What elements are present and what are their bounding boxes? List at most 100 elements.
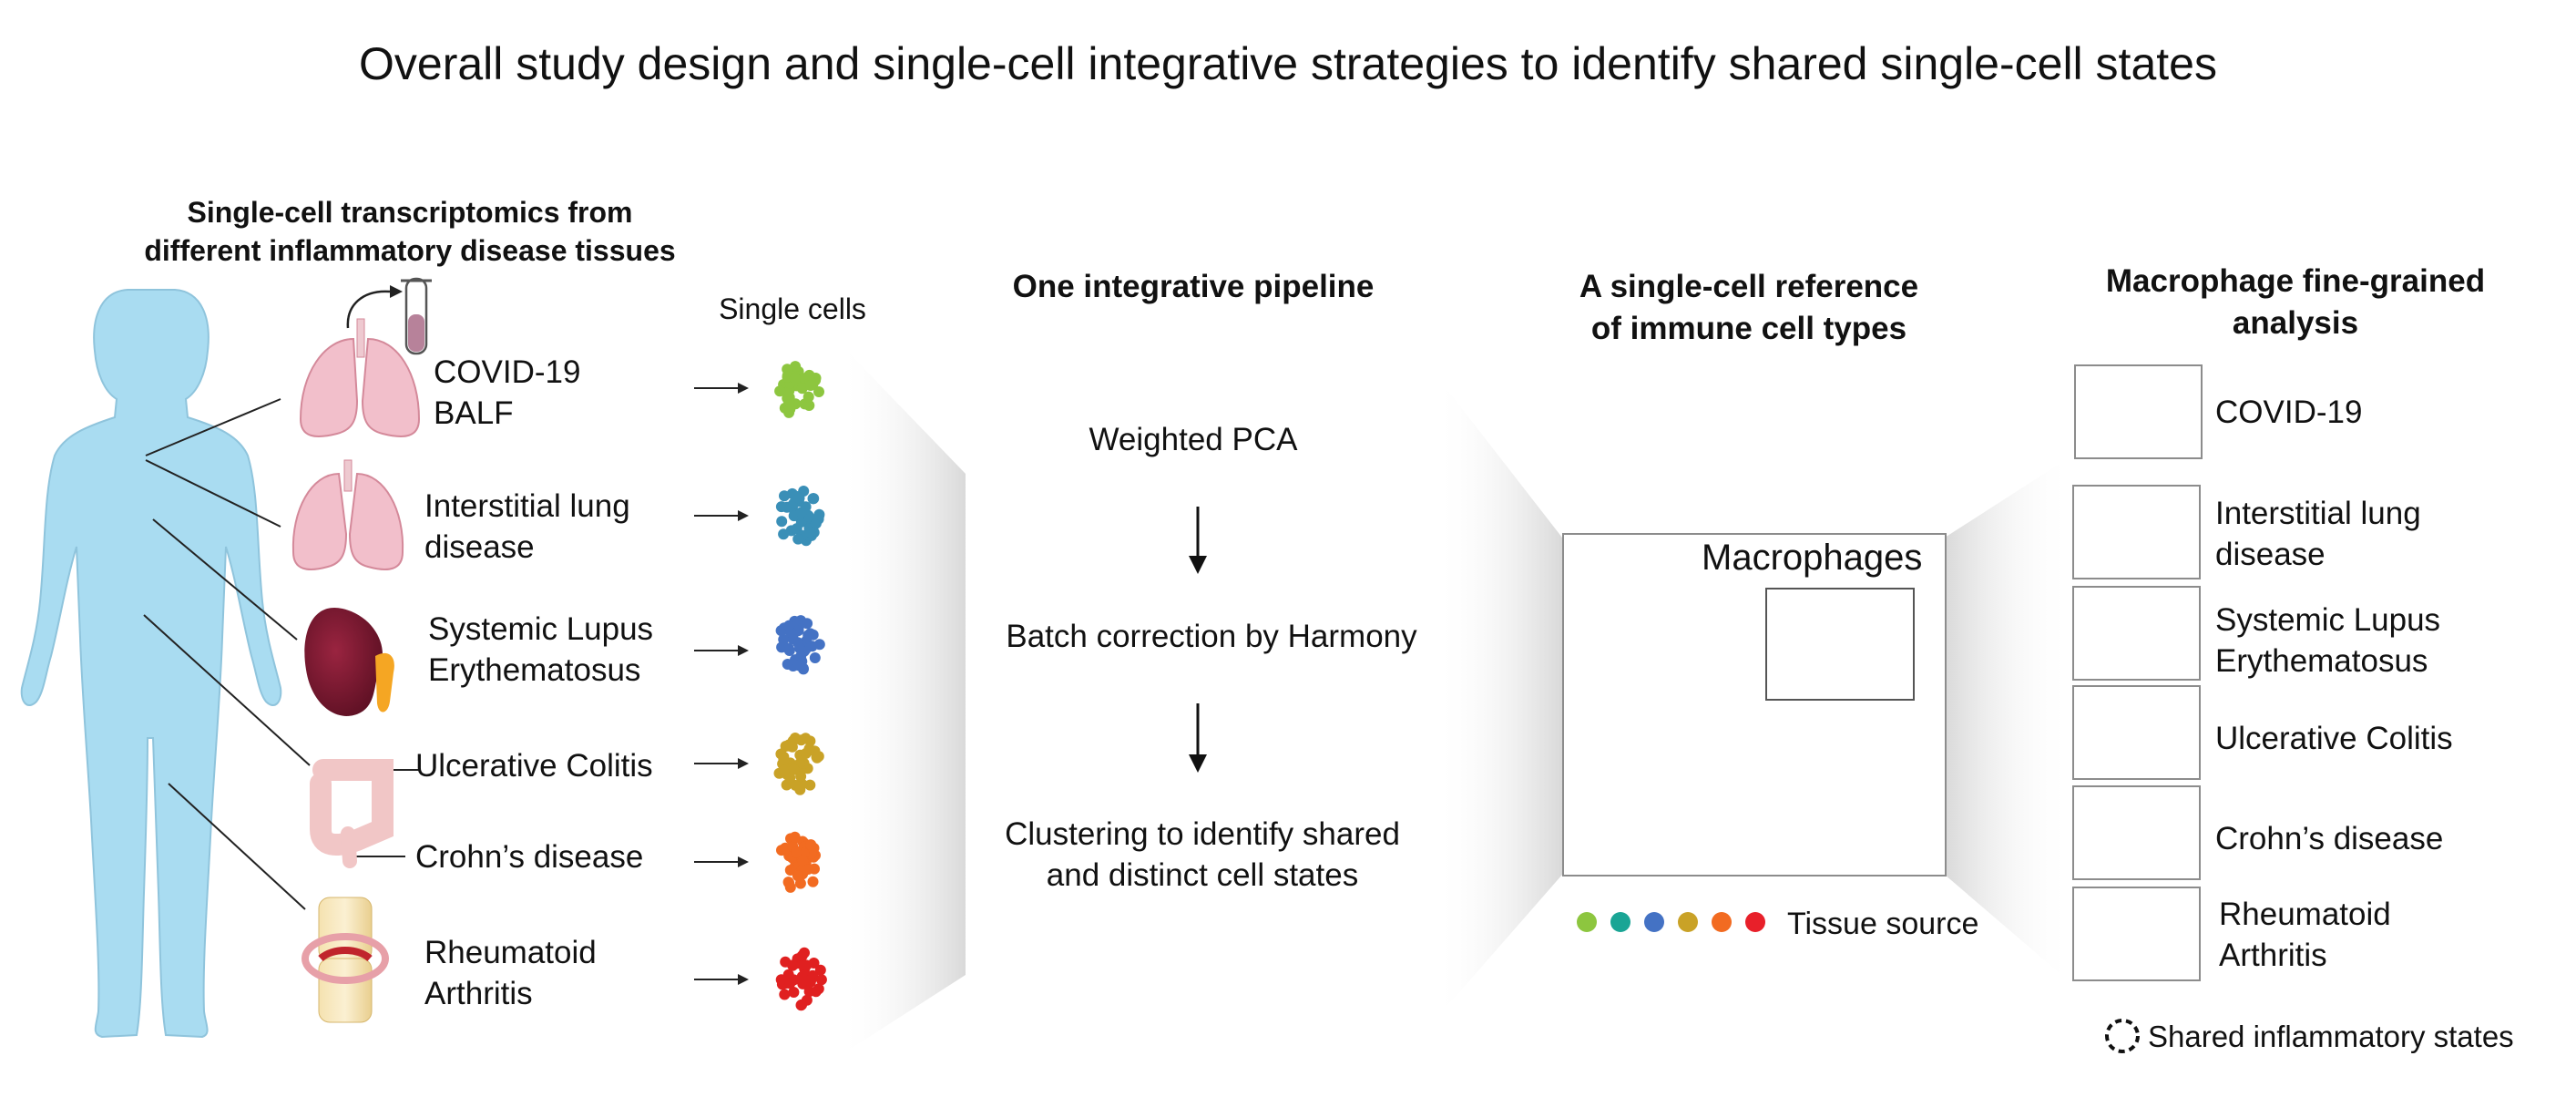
single-cell-dot (795, 651, 807, 662)
mac-label-ra-line2: Arthritis (2219, 938, 2327, 973)
single-cell-dot (813, 386, 824, 397)
tissue-source-legend-dot (1610, 912, 1630, 932)
single-cell-dot (775, 625, 787, 637)
funnel-left (838, 342, 966, 1057)
single-cell-dot (786, 741, 798, 753)
tissue-label-uc: Ulcerative Colitis (415, 748, 653, 784)
single-cells-label: Single cells (719, 292, 866, 325)
single-cell-dot (789, 373, 801, 384)
macrophage-header-line2: analysis (2232, 305, 2359, 341)
single-cell-dot (802, 864, 813, 876)
single-cell-dot (776, 516, 788, 528)
reference-header-line1: A single-cell reference (1579, 269, 1919, 304)
funnel-middle (1435, 374, 1562, 1020)
single-cell-dot (792, 660, 804, 672)
single-cell-dot (804, 779, 816, 791)
single-cell-dot (787, 959, 799, 971)
mac-row-box-ild (2072, 485, 2201, 579)
funnel-right (1945, 456, 2072, 984)
single-cell-dot (803, 369, 815, 381)
single-cell-dot (782, 364, 793, 375)
single-cell-dot (802, 391, 814, 403)
tissue-source-legend-dot (1577, 912, 1597, 932)
kidney-icon (304, 607, 394, 716)
single-cell-dot (791, 846, 802, 858)
single-cell-dot (815, 974, 827, 986)
single-cell-dot (814, 964, 826, 976)
single-cell-dot (805, 847, 817, 859)
single-cell-dot (796, 970, 808, 982)
shared-states-legend-label: Shared inflammatory states (2148, 1020, 2514, 1053)
mac-row-box-ra (2072, 887, 2201, 981)
panel-left-header-line2: different inflammatory disease tissues (144, 234, 676, 267)
tissue-source-legend-dot (1712, 912, 1732, 932)
tissue-source-legend-label: Tissue source (1787, 907, 1979, 941)
figure-title: Overall study design and single-cell int… (359, 38, 2217, 89)
single-cell-dot (805, 839, 817, 851)
mac-row-box-uc (2072, 685, 2201, 780)
macrophage-header-line1: Macrophage fine-grained (2105, 263, 2486, 299)
single-cell-dot (813, 983, 824, 995)
single-cell-dot (806, 641, 818, 652)
lungs-icon-1 (299, 318, 421, 437)
single-cell-dot (792, 870, 803, 882)
single-cell-dot (783, 877, 795, 889)
single-cell-dot (788, 987, 800, 998)
colon-icon (310, 759, 394, 868)
mac-label-sle-line2: Erythematosus (2215, 643, 2428, 679)
single-cell-dot (805, 380, 816, 391)
pipeline-step-weighted-pca: Weighted PCA (1089, 422, 1298, 457)
single-cell-dot (809, 652, 821, 663)
tissue-source-legend-dot (1745, 912, 1765, 932)
single-cell-dot (796, 950, 808, 961)
mac-row-box-sle (2072, 586, 2201, 681)
macrophages-label: Macrophages (1702, 538, 1923, 578)
single-cell-dot (792, 533, 804, 545)
single-cell-dot (794, 642, 805, 654)
single-cell-dot (783, 620, 795, 631)
single-cell-dot (796, 383, 808, 395)
mac-label-ra-line1: Rheumatoid (2219, 897, 2391, 932)
single-cell-dot (804, 976, 816, 988)
single-cell-dot (795, 771, 807, 783)
tissue-label-sle-line1: Systemic Lupus (428, 611, 654, 647)
tissue-label-ra-line2: Arthritis (424, 976, 533, 1011)
macrophage-inset-box (1765, 588, 1915, 701)
lungs-icon-2 (291, 459, 404, 570)
pipeline-header: One integrative pipeline (1012, 269, 1375, 304)
tissue-source-legend-dot (1678, 912, 1698, 932)
tissue-label-ild-line1: Interstitial lung (424, 488, 630, 524)
pipeline-step-harmony: Batch correction by Harmony (1006, 619, 1417, 654)
single-cell-dot (778, 528, 790, 540)
human-body (20, 289, 282, 1039)
tissue-label-covid-line1: COVID-19 (434, 354, 581, 390)
single-cell-dot (810, 518, 822, 529)
single-cell-dot (813, 508, 825, 520)
single-cell-dot (797, 856, 809, 866)
single-cell-dot (795, 1000, 807, 1011)
reference-header-line2: of immune cell types (1590, 311, 1907, 346)
single-cell-dot (778, 764, 790, 776)
tissue-label-ild-line2: disease (424, 529, 535, 565)
single-cell-dot (804, 527, 816, 538)
single-cell-dot (775, 974, 787, 986)
pipeline-step-clustering-line1: Clustering to identify shared (1005, 816, 1400, 852)
single-cell-dot (800, 747, 812, 759)
single-cell-dot (793, 492, 805, 504)
single-cell-dot (779, 989, 791, 1000)
single-cell-dot (807, 629, 819, 641)
tissue-label-ra-line1: Rheumatoid (424, 935, 597, 970)
single-cell-dot (778, 754, 790, 765)
mac-label-ild-line2: disease (2215, 537, 2326, 572)
single-cell-dot (808, 958, 820, 969)
tissue-label-sle-line2: Erythematosus (428, 652, 641, 688)
mac-label-covid: COVID-19 (2215, 395, 2363, 430)
single-cell-dot (784, 404, 796, 415)
pipeline-step-clustering-line2: and distinct cell states (1046, 857, 1359, 893)
tissue-source-legend-dot (1644, 912, 1664, 932)
reference-umap-panel (1562, 533, 1947, 877)
single-cell-dot (774, 385, 786, 397)
single-cell-dot (807, 493, 819, 505)
knee-joint-icon (302, 897, 389, 1023)
